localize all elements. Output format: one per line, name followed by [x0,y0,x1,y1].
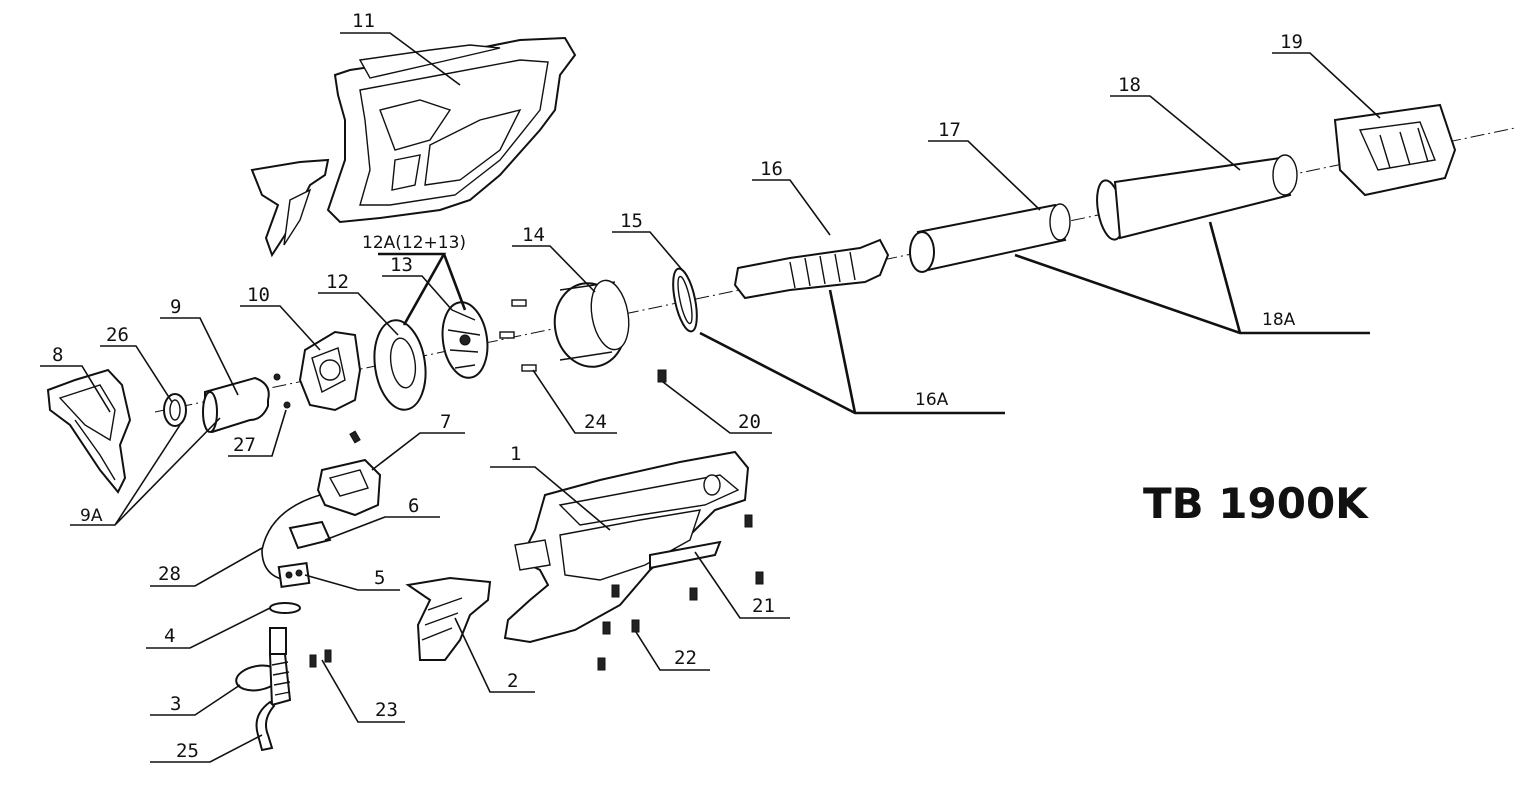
fan-impeller-part [441,301,489,379]
label-part-28: 28 [158,563,181,585]
part-labels: 11 8 26 9 10 12 13 12A(12+13) 14 15 16 1… [52,10,1303,762]
label-part-15: 15 [620,210,643,232]
fan-ring-part [373,319,427,411]
lower-grip-part [405,576,492,661]
lower-housing-part [503,450,750,644]
leader-lines [40,32,1381,763]
switch-housing-part [316,458,382,517]
label-part-24: 24 [584,411,607,433]
label-part-4: 4 [164,625,175,647]
label-part-3: 3 [170,693,181,715]
gasket-part [672,267,698,333]
label-part-5: 5 [374,567,385,589]
label-group-18a: 18A [1262,310,1296,330]
label-part-25: 25 [176,740,199,762]
label-group-12a: 12A(12+13) [362,233,466,253]
label-part-9: 9 [170,296,181,318]
fan-housing-part [553,279,630,368]
screws-22 [597,514,764,671]
upper-housing-part [326,36,577,224]
label-part-10: 10 [247,284,270,306]
cable-clamp-part [269,602,301,614]
label-part-22: 22 [674,647,697,669]
nozzle-guard-part [1333,103,1457,197]
label-part-27: 27 [233,434,256,456]
label-part-26: 26 [106,324,129,346]
label-part-11: 11 [352,10,375,32]
label-part-23: 23 [375,699,398,721]
outer-tube-part [1096,154,1298,241]
label-part-8: 8 [52,344,63,366]
motor-bracket-part [298,330,362,444]
power-cord-part [255,700,276,752]
inner-tube-part [909,203,1071,273]
label-part-17: 17 [938,119,961,141]
wire-part [261,494,321,581]
terminal-block-part [277,562,311,588]
label-group-9a: 9A [80,506,103,526]
label-part-21: 21 [752,595,775,617]
label-part-13: 13 [390,254,413,276]
label-part-2: 2 [507,670,518,692]
model-title: TB 1900K [1143,479,1369,528]
screw-20 [657,369,667,383]
label-part-18: 18 [1118,74,1141,96]
label-part-16: 16 [760,158,783,180]
screws-24 [499,299,537,372]
clip-part [163,393,187,427]
label-part-20: 20 [738,411,761,433]
label-part-12: 12 [326,271,349,293]
grip-insert-upper [250,158,330,258]
capacitor-part [288,520,332,550]
label-part-14: 14 [522,224,545,246]
label-group-16a: 16A [915,390,949,410]
screws-27 [273,373,291,409]
heating-element-part [733,238,890,300]
rear-grill-cap-part [46,368,132,494]
label-part-6: 6 [408,495,419,517]
screws-23 [309,649,332,668]
trim-piece-part [649,540,722,570]
label-part-1: 1 [510,443,521,465]
label-part-7: 7 [440,411,451,433]
strain-relief-part [235,627,292,707]
motor-can-part [202,376,270,434]
label-part-19: 19 [1280,31,1303,53]
